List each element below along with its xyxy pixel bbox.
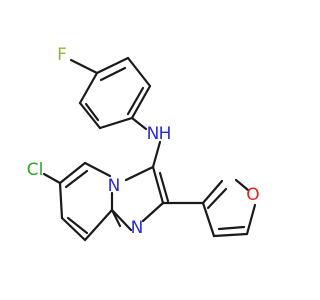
bond xyxy=(98,116,134,130)
bond xyxy=(245,203,257,236)
bond xyxy=(110,208,122,228)
bond xyxy=(66,216,89,235)
bond xyxy=(83,161,112,178)
bridge-nitrogen-label: N xyxy=(108,176,121,196)
atom-labels: F N H Cl N N O xyxy=(27,45,260,238)
bond xyxy=(110,208,133,232)
molecule-diagram: F N H Cl N N O xyxy=(27,45,260,242)
bond xyxy=(83,208,114,242)
bond xyxy=(151,140,162,169)
bond xyxy=(78,71,99,105)
bond xyxy=(42,172,62,185)
bond xyxy=(84,102,100,122)
bond xyxy=(64,169,89,189)
bond xyxy=(58,181,64,220)
bond xyxy=(60,216,87,242)
bonds xyxy=(42,56,257,242)
chlorine-atom-label: Cl xyxy=(27,160,44,180)
structure-svg: F N H Cl N N O xyxy=(27,45,260,242)
bond xyxy=(201,179,224,205)
bond xyxy=(206,187,228,210)
furan-oxygen-label: O xyxy=(246,185,259,205)
bond xyxy=(201,201,216,238)
bond xyxy=(126,56,152,88)
bond xyxy=(130,84,152,120)
bond xyxy=(130,116,148,131)
bond xyxy=(141,201,165,223)
amine-nitrogen-label: N xyxy=(147,124,160,144)
fluorine-atom-label: F xyxy=(57,45,67,65)
bond xyxy=(69,58,99,75)
imidazole-nitrogen-label: N xyxy=(131,218,144,238)
bond xyxy=(158,171,170,203)
bond xyxy=(151,165,165,205)
bond xyxy=(58,161,87,185)
bond xyxy=(99,66,127,82)
amine-hydrogen-label: H xyxy=(159,124,172,144)
bond xyxy=(124,165,155,182)
bond xyxy=(234,178,250,192)
bond xyxy=(126,86,145,116)
bond xyxy=(95,56,130,75)
bond xyxy=(78,101,102,130)
bond xyxy=(212,232,249,238)
bond xyxy=(217,225,246,231)
